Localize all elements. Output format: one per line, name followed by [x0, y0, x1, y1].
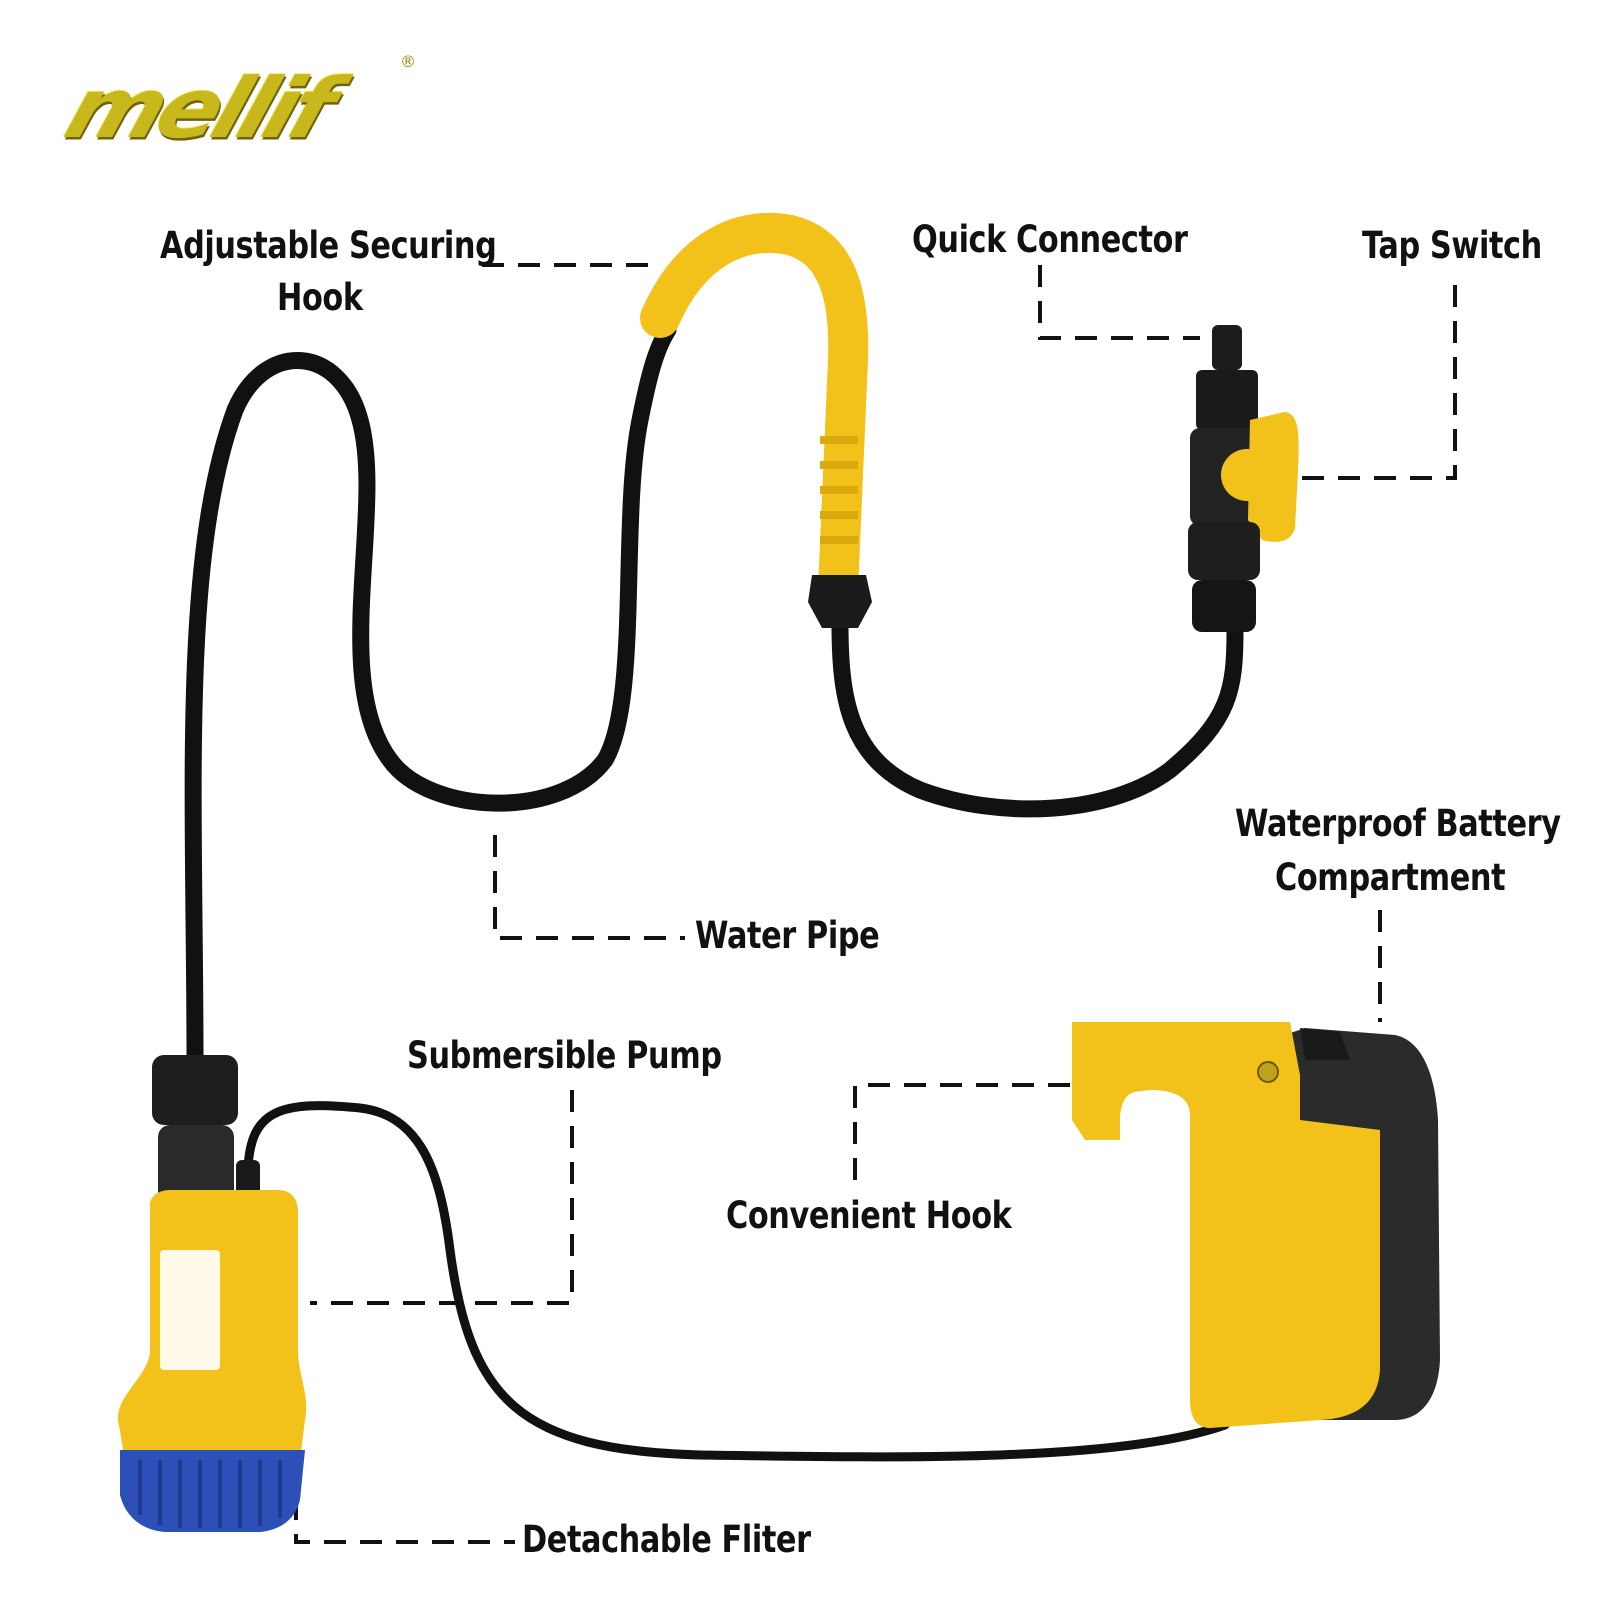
leader-lines [294, 263, 1457, 1544]
outlet-hose [831, 616, 1244, 818]
leader-quick-connector [1038, 265, 1200, 340]
battery-compartment [1072, 1022, 1440, 1428]
label-adjustable-hook-line1: Adjustable Securing [160, 224, 497, 267]
leader-water-pipe [493, 835, 685, 940]
label-water-pipe: Water Pipe [695, 914, 880, 957]
pump-body [117, 1055, 307, 1532]
leader-filter [294, 1498, 515, 1544]
registered-mark: ® [400, 52, 416, 71]
label-battery-line2: Compartment [1275, 856, 1506, 899]
leader-tap-switch [1298, 285, 1457, 480]
label-tap-switch: Tap Switch [1362, 224, 1542, 267]
label-battery-line1: Waterproof Battery [1235, 802, 1561, 845]
main-hose [184, 321, 677, 1069]
label-quick-connector: Quick Connector [912, 218, 1188, 261]
tap-assembly [1188, 325, 1299, 632]
label-adjustable-hook-line2: Hook [277, 276, 363, 319]
label-detachable-filter: Detachable Fliter [522, 1518, 811, 1561]
label-submersible-pump: Submersible Pump [407, 1034, 722, 1077]
leader-convenient-hook [853, 1083, 1075, 1180]
securing-hook [640, 212, 872, 628]
power-cable [243, 1101, 1230, 1462]
label-convenient-hook: Convenient Hook [726, 1194, 1012, 1237]
